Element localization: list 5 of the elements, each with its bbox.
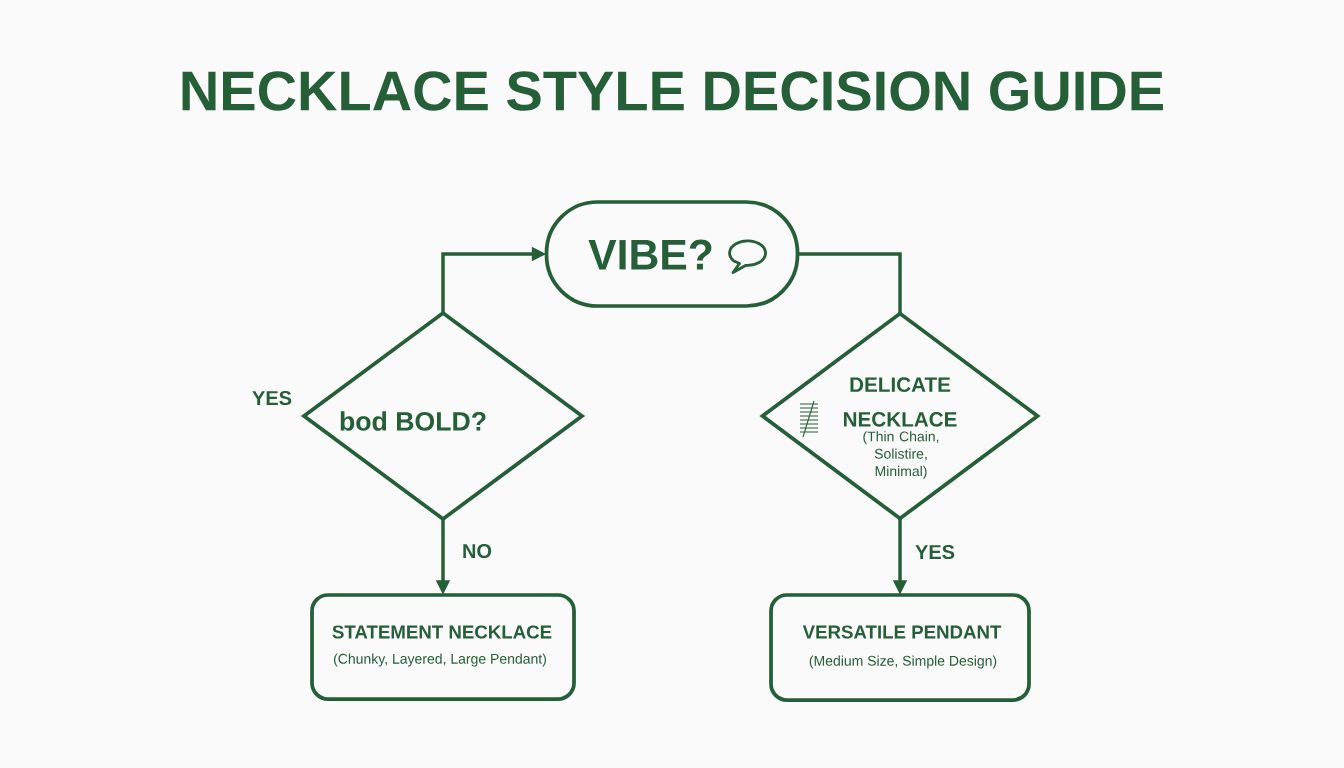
start-pill: VIBE?	[544, 200, 800, 308]
result-box: STATEMENT NECKLACE (Chunky, Layered, Large Pendant)	[310, 593, 576, 701]
result-box: VERSATILE PENDANT (Medium Size, Simple Design)	[769, 593, 1031, 702]
title: NECKLACE STYLE DECISION GUIDE	[182, 71, 1163, 111]
branch-label: YES	[252, 390, 292, 406]
